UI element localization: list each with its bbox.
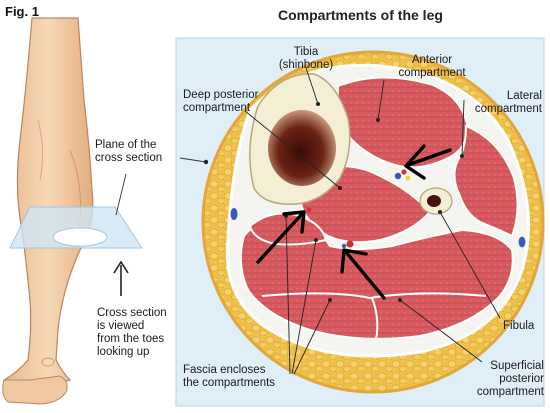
lateral-compartment xyxy=(453,124,519,238)
superficial-posterior-upper xyxy=(239,218,514,340)
label-deep-posterior-line1: Deep posterior xyxy=(183,89,259,101)
label-superficial-posterior: Superficial posterior compartment xyxy=(460,360,544,399)
panel-leader-line xyxy=(179,157,207,163)
panel-leader-dot xyxy=(203,159,209,165)
label-anterior: Anterior compartment xyxy=(382,54,482,80)
label-fibula: Fibula xyxy=(503,320,535,332)
leader-lines xyxy=(244,67,501,375)
label-tibia-line1: Tibia xyxy=(293,46,319,58)
label-lateral: Lateral compartment xyxy=(456,90,542,116)
arrow-deep-left xyxy=(256,210,306,264)
label-lateral-line2: compartment xyxy=(474,103,542,115)
arrow-anterior xyxy=(404,144,452,180)
label-cross-line1: Cross section xyxy=(97,307,167,319)
label-anterior-line2: compartment xyxy=(398,67,466,79)
label-lateral-line1: Lateral xyxy=(506,90,542,102)
ankle-bone xyxy=(41,357,55,367)
label-deep-posterior: Deep posterior compartment xyxy=(183,89,293,115)
label-cross-line4: looking up xyxy=(97,346,150,358)
tibia-marrow xyxy=(268,110,336,186)
label-tibia: Tibia (shinbone) xyxy=(278,46,334,72)
label-anterior-line1: Anterior xyxy=(411,54,453,66)
label-cross-line3: from the toes xyxy=(97,333,165,345)
diagram-title: Compartments of the leg xyxy=(278,7,443,23)
cross-section xyxy=(201,50,545,394)
plane-leader-line xyxy=(115,173,127,216)
label-plane-line2: cross section xyxy=(95,152,163,164)
superficial-division xyxy=(261,292,487,300)
fibula-marrow xyxy=(427,195,441,207)
label-plane-line1: Plane of the xyxy=(95,139,157,151)
label-fascia: Fascia encloses the compartments xyxy=(183,364,293,390)
anterior-compartment xyxy=(336,76,470,169)
knee-line xyxy=(37,119,44,181)
viewing-direction-arrow xyxy=(113,260,129,296)
label-fascia-line2: the compartments xyxy=(183,377,276,389)
label-plane: Plane of the cross section xyxy=(95,139,179,165)
leg-illustration xyxy=(2,17,143,405)
label-superficial-line1: Superficial xyxy=(490,360,544,372)
label-cross-section-view: Cross section is viewed from the toes lo… xyxy=(97,307,181,359)
label-cross-line2: is viewed xyxy=(97,320,145,332)
annotation-arrows xyxy=(256,144,452,300)
figure-label: Fig. 1 xyxy=(5,4,39,19)
cross-section-plane xyxy=(9,206,143,249)
cut-ring xyxy=(52,227,108,247)
foot-shape xyxy=(2,375,68,405)
label-superficial-line3: compartment xyxy=(476,386,544,398)
superficial-division-2 xyxy=(371,297,379,341)
arrow-deep-right xyxy=(340,248,386,300)
skin-edge xyxy=(201,50,545,394)
label-superficial-line2: posterior xyxy=(499,373,544,385)
label-deep-posterior-line2: compartment xyxy=(183,102,251,114)
label-fascia-line1: Fascia encloses xyxy=(183,364,266,376)
label-tibia-line2: (shinbone) xyxy=(278,59,334,71)
